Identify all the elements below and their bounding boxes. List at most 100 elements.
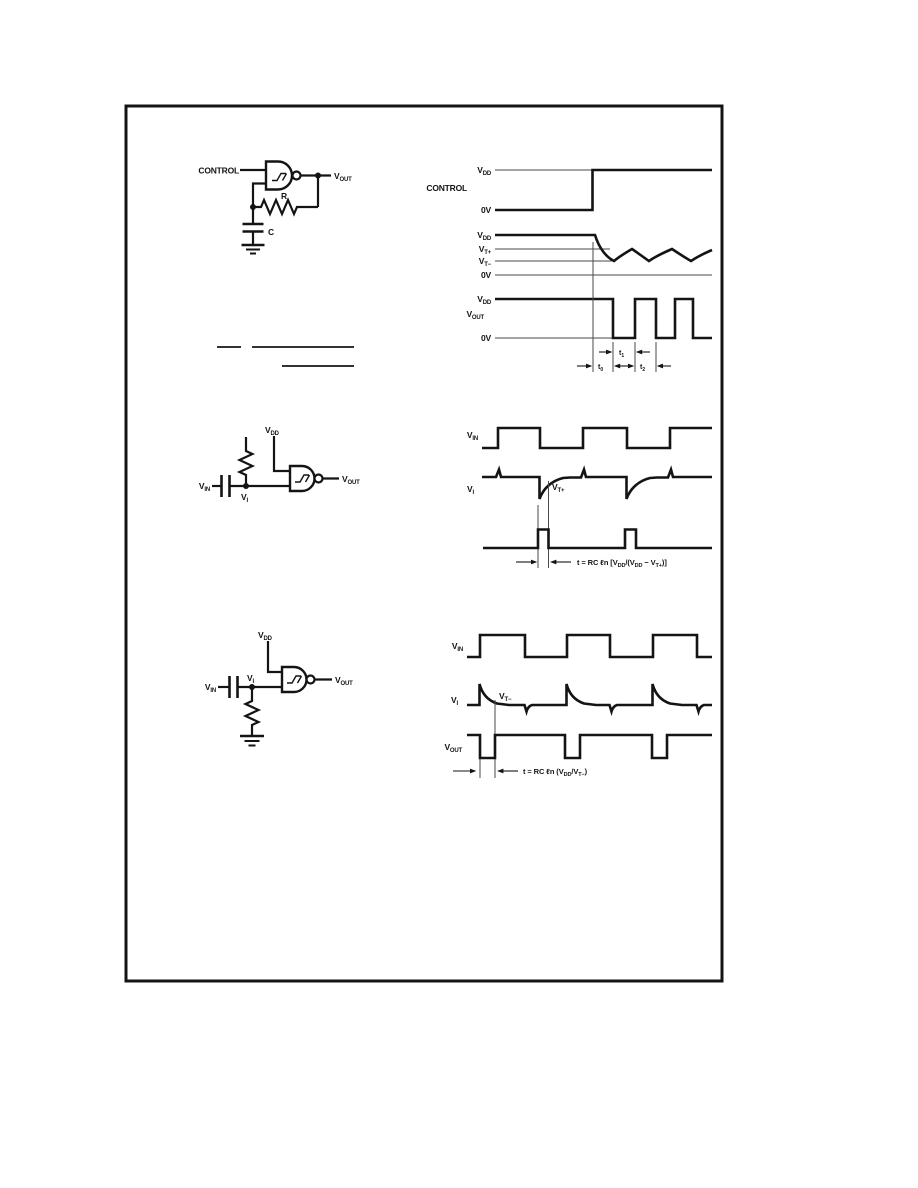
vt-plus-annotation: VT+ [552,482,565,494]
label-main: V [444,742,450,752]
capacitor-voltage-waveform [495,233,713,263]
label-main: V [451,695,457,705]
vin-waveform [467,633,712,659]
figure-border [124,104,724,983]
label-sub: OUT [472,315,485,321]
label-main: V [552,482,558,492]
ground-icon [244,740,260,747]
vout-label-main: V [334,171,340,181]
arrowhead-right-icon [586,363,593,369]
arrowhead-left-icon [656,363,663,369]
formula-part: t = RC ℓn (V [523,767,564,776]
label-main: V [479,256,485,266]
control-label: CONTROL [198,166,239,176]
label-main: V [199,481,205,491]
vout-label-sub: OUT [339,177,352,183]
label-sub: DD [483,171,492,177]
arrowhead-left-icon [613,363,621,369]
feedback-resistor [253,197,318,217]
vi-label: VI [241,492,248,504]
coupling-capacitor [220,475,231,497]
vout-trace-label: VOUT [466,309,484,321]
inverter-bubble [291,170,302,181]
label-sub: I [252,679,254,685]
label-sub: DD [263,636,272,642]
vout-label: VOUT [334,171,352,183]
arrowhead-right-icon [628,363,635,369]
label-main: V [479,244,485,254]
label-sub: DD [483,300,492,306]
inverter-bubble [305,674,316,685]
vdd-label: VDD [258,630,273,642]
capacitor-label: C [268,227,274,237]
label-main: V [477,294,483,304]
t2-label: t2 [640,364,645,373]
vout-waveform [495,297,712,340]
label-main: V [466,309,472,319]
label-main: V [452,641,458,651]
control-waveform [495,168,712,212]
label-sub: DD [270,431,279,437]
formula-sub: DD [564,772,572,778]
zero-volt-label: 0V [481,333,492,343]
vdd-level-label: VDD [477,230,492,242]
vin-label: VIN [205,682,216,694]
timing-extension-lines [612,342,657,372]
label-sub: T− [504,697,511,703]
falling-edge-one-shot-circuit: VIN VI V DD VOUT [199,425,360,504]
formula-sub: DD [618,563,626,569]
label-sub: T+ [557,488,564,494]
schmitt-trigger-icon [272,172,288,182]
wire [266,641,282,674]
falling-edge-one-shot-waveforms: VIN VI VT+ t = RC ℓn [VDD/(VDD − VT+)] [467,426,712,569]
pull-up-resistor [236,437,256,486]
formula-part: ) [585,767,588,776]
vi-trace-label: VI [467,484,474,496]
label-sub: IN [472,436,478,442]
gated-oscillator-circuit: CONTROL VOUT R C [198,160,352,255]
nand-gate [264,160,294,191]
vt-plus-level-label: VT+ [479,244,492,256]
vin-trace-label: VIN [467,430,478,442]
vout-trace-label: VOUT [444,742,462,754]
inverter-bubble [313,473,324,484]
pulse-width-formula: t = RC ℓn [VDD/(VDD − VT+)] [577,558,667,569]
rising-edge-one-shot-circuit: VDD VIN VI VOUT [205,630,353,747]
label-sub: 0 [600,367,603,373]
formula-part: /(V [625,558,634,567]
vdd-level-label: VDD [477,165,492,177]
vt-minus-annotation: VT− [499,691,512,703]
label-sub: IN [210,688,216,694]
label-sub: T+ [484,250,491,256]
vin-waveform [482,426,712,450]
vi-waveform [482,465,712,500]
vi-trace-label: VI [451,695,458,707]
label-main: V [477,165,483,175]
vi-label: VI [247,673,254,685]
label-main: V [205,682,211,692]
zero-volt-label: 0V [481,205,492,215]
output-pulse-waveform [483,528,712,550]
resistor-label: R [281,191,287,201]
formula-sub: DD [635,563,643,569]
label-sub: 2 [642,367,645,373]
zero-volt-label: 0V [481,270,492,280]
arrowhead-left-icon [635,349,643,355]
schmitt-trigger-icon [295,474,311,483]
label-main: V [335,675,341,685]
timing-extension-lines [479,700,496,778]
schmitt-trigger-icon [287,675,303,684]
rising-edge-one-shot-waveforms: VIN VI VT− VOUT t = RC ℓn (VDD/VT−) [444,633,712,778]
gated-oscillator-waveforms: VDD CONTROL 0V VDD VT+ VT− 0V VDD VOUT 0… [426,165,713,373]
t0-label: t0 [598,364,603,373]
vout-label: VOUT [342,474,360,486]
label-sub: T− [484,262,491,268]
formula-sub: T− [578,772,584,778]
formula-part: t = RC ℓn [V [577,558,618,567]
label-main: V [467,484,473,494]
label-sub: OUT [450,748,463,754]
label-sub: DD [483,236,492,242]
capacitor [242,222,264,233]
vin-label: VIN [199,481,210,493]
label-sub: OUT [340,681,353,687]
